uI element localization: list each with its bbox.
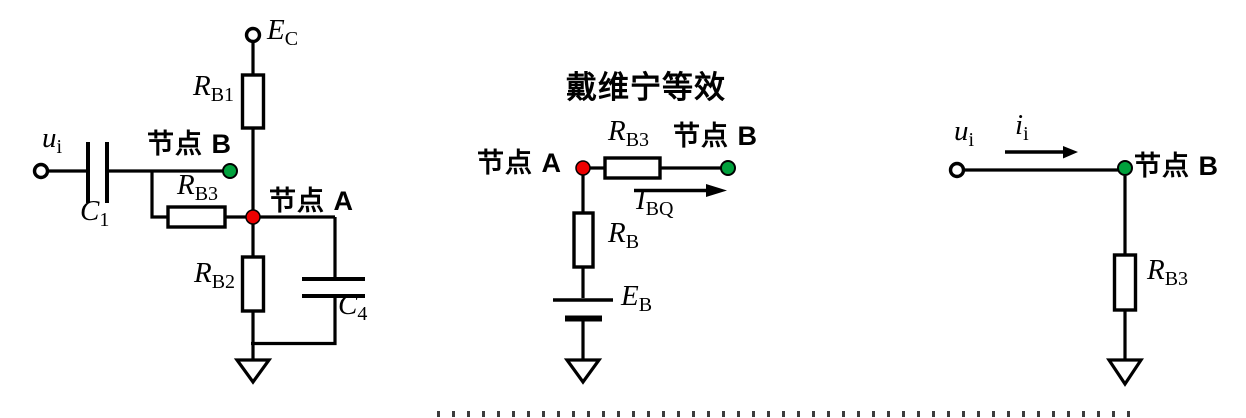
node-a-label-middle: 节点 A <box>477 148 562 178</box>
rb3-label-middle-main: R <box>608 115 626 147</box>
rb3-label-left: RB3 <box>177 169 219 205</box>
eb-label-sub: B <box>638 294 653 316</box>
c4-label: C4 <box>338 289 368 325</box>
ec-label-main: E <box>267 14 285 46</box>
rb-label-sub: B <box>625 231 640 253</box>
c1-label-sub: 1 <box>99 209 110 231</box>
c1-label-main: C <box>80 195 100 227</box>
c1-label: C1 <box>80 195 110 231</box>
ibq-label-sub: BQ <box>645 198 674 220</box>
rb1-resistor <box>240 73 266 130</box>
node-b-dot-right <box>1117 160 1133 176</box>
ibq-label: IBQ <box>636 184 674 220</box>
rb1-label-sub: B1 <box>210 84 235 106</box>
rb3-resistor-middle <box>603 156 662 180</box>
rb3-label-middle-sub: B3 <box>625 129 650 151</box>
rb3-resistor-right <box>1112 253 1138 312</box>
rb3-label-left-main: R <box>177 169 195 201</box>
eb-label-main: E <box>621 280 639 312</box>
node-b-label-middle: 节点 B <box>673 121 758 151</box>
ec-terminal <box>244 26 262 44</box>
ii-label: ii <box>1015 109 1029 145</box>
rb-label: RB <box>608 217 640 253</box>
rb-label-main: R <box>608 217 626 249</box>
ibq-label-main: I <box>636 184 646 216</box>
ui-label-right: ui <box>954 115 975 151</box>
ground-symbol-left <box>233 358 273 385</box>
rb2-label-sub: B2 <box>211 271 236 293</box>
node-a-dot-middle <box>575 160 591 176</box>
right-circuit <box>948 146 1144 387</box>
ui-label-right-main: u <box>954 115 969 147</box>
rb1-label: RB1 <box>193 70 235 106</box>
ui-label-left: ui <box>42 122 63 158</box>
rb3-label-right: RB3 <box>1147 254 1189 290</box>
c4-label-main: C <box>338 289 358 321</box>
node-b-dot-left <box>222 163 238 179</box>
eb-label: EB <box>621 280 653 316</box>
ui-label-sub: i <box>56 136 63 158</box>
node-b-dot-middle <box>720 160 736 176</box>
ui-terminal <box>32 162 50 180</box>
ground-symbol-right <box>1106 358 1144 387</box>
rb-resistor <box>572 211 595 269</box>
rb3-resistor-left <box>166 205 227 229</box>
rb2-label-main: R <box>194 257 212 289</box>
wire-c4-to-ground-rail <box>251 296 337 346</box>
middle-circuit <box>553 156 736 385</box>
rb3-label-middle: RB3 <box>608 115 650 151</box>
node-b-label-left: 节点 B <box>147 129 232 159</box>
ec-label: EC <box>267 14 299 50</box>
ii-label-sub: i <box>1023 123 1029 145</box>
ibq-arrow-head <box>706 184 727 197</box>
ui-label-right-sub: i <box>968 129 975 151</box>
rb2-label: RB2 <box>194 257 236 293</box>
node-a-label-left: 节点 A <box>269 186 354 216</box>
left-circuit <box>32 26 365 385</box>
ground-symbol-middle <box>563 358 603 385</box>
rb2-resistor <box>240 255 266 313</box>
node-a-dot-left <box>245 209 261 225</box>
ui-terminal-right <box>948 161 966 179</box>
caption-cropped-text <box>437 411 1142 417</box>
rb1-label-main: R <box>193 70 211 102</box>
c4-label-sub: 4 <box>357 303 368 325</box>
thevenin-title: 戴维宁等效 <box>566 70 726 105</box>
ec-label-sub: C <box>284 28 299 50</box>
ii-label-main: i <box>1015 109 1024 141</box>
node-b-label-right: 节点 B <box>1134 151 1219 181</box>
ii-arrow-head <box>1063 146 1078 159</box>
wire-branch-to-rb3 <box>150 171 168 219</box>
rb3-label-right-main: R <box>1147 254 1165 286</box>
rb3-label-right-sub: B3 <box>1164 268 1189 290</box>
rb3-label-left-sub: B3 <box>194 183 219 205</box>
ui-label-main: u <box>42 122 57 154</box>
caption-fragment: 图 <box>140 408 173 418</box>
